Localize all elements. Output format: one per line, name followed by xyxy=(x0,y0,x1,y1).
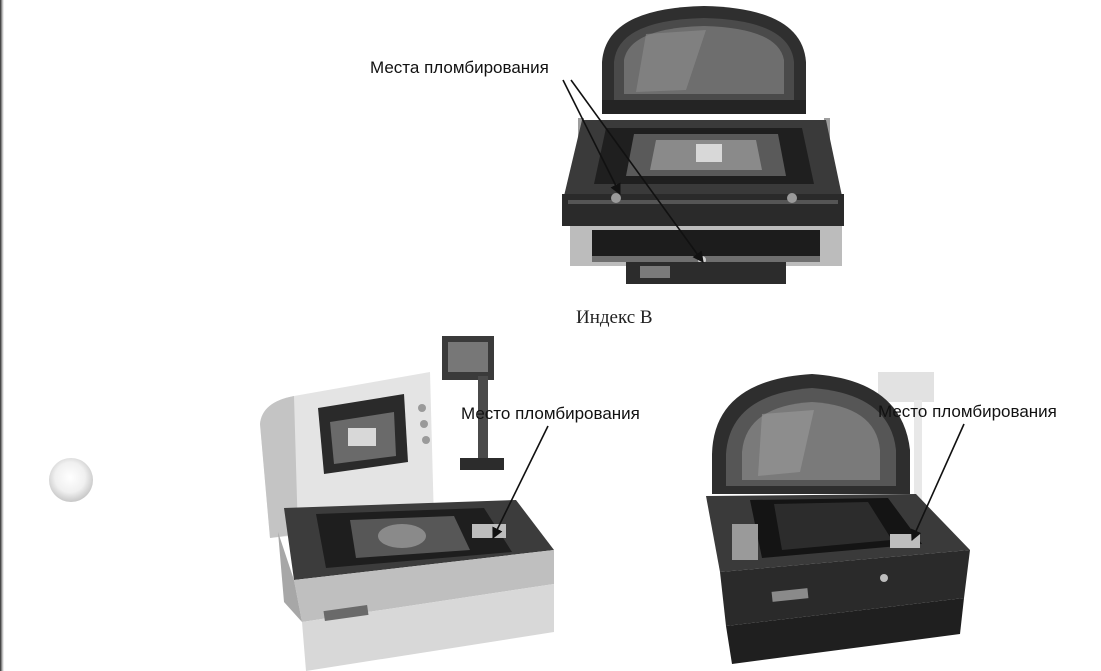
page-edge xyxy=(0,0,4,671)
scanner-photo-top xyxy=(562,6,844,284)
scanner-photo-left xyxy=(260,336,554,671)
caption-sealing-place-left: Место пломбирования xyxy=(461,404,640,423)
caption-sealing-places-top: Места пломбирования xyxy=(370,58,549,77)
punch-hole xyxy=(49,458,93,502)
scanner-photo-right xyxy=(706,372,970,664)
caption-sealing-place-right: Место пломбирования xyxy=(878,402,1057,421)
index-label: Индекс В xyxy=(576,307,653,328)
